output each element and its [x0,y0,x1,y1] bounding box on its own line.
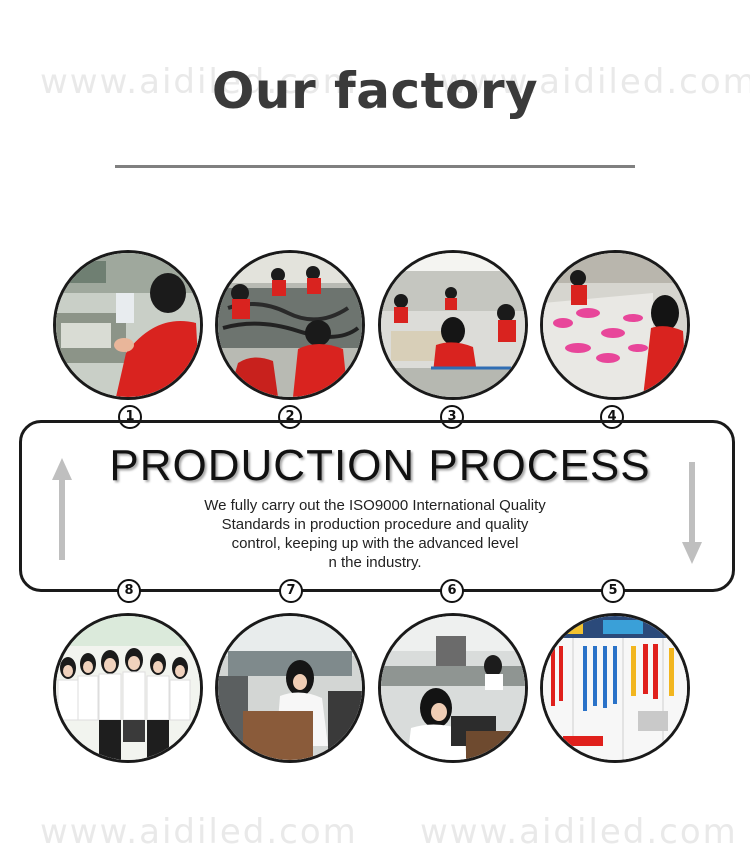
step-number-4: 4 [600,405,624,429]
step-number-6: 6 [440,579,464,603]
photo-step-4-pink-parts-inspection [540,250,690,400]
title-divider [115,165,635,168]
step-number-3: 3 [440,405,464,429]
watermark-bottom-right: www.aidiled.com [420,812,738,852]
up-arrow-icon [52,458,72,560]
step-number-5: 5 [601,579,625,603]
photo-step-7-office-desk [215,613,365,763]
description-line-3: control, keeping up with the advanced le… [231,535,519,552]
step-number-8: 8 [117,579,141,603]
step-number-2: 2 [278,405,302,429]
photo-step-3-sewing-room [378,250,528,400]
description-line-1: We fully carry out the ISO9000 Internati… [204,497,546,514]
photo-step-1-sewing-workstation [53,250,203,400]
down-arrow-icon [682,462,702,564]
page-title: Our factory [211,62,539,120]
watermark-top-right: www.aidiled.com [440,62,750,102]
step-number-1: 1 [118,405,142,429]
photo-step-8-team [53,613,203,763]
watermark-bottom-left: www.aidiled.com [40,812,358,852]
photo-step-6-computer-office [378,613,528,763]
description-line-2: Standards in production procedure and qu… [221,516,529,533]
photo-step-5-product-display [540,613,690,763]
production-process-panel [19,420,735,592]
step-number-7: 7 [279,579,303,603]
photo-step-2-assembly-line [215,250,365,400]
watermark-top-left: www.aidiled.com [40,62,358,102]
production-process-description: We fully carry out the ISO9000 Internati… [165,496,585,572]
description-line-4: n the industry. [328,554,422,571]
production-process-heading: PRODUCTION PROCESS [109,441,651,490]
